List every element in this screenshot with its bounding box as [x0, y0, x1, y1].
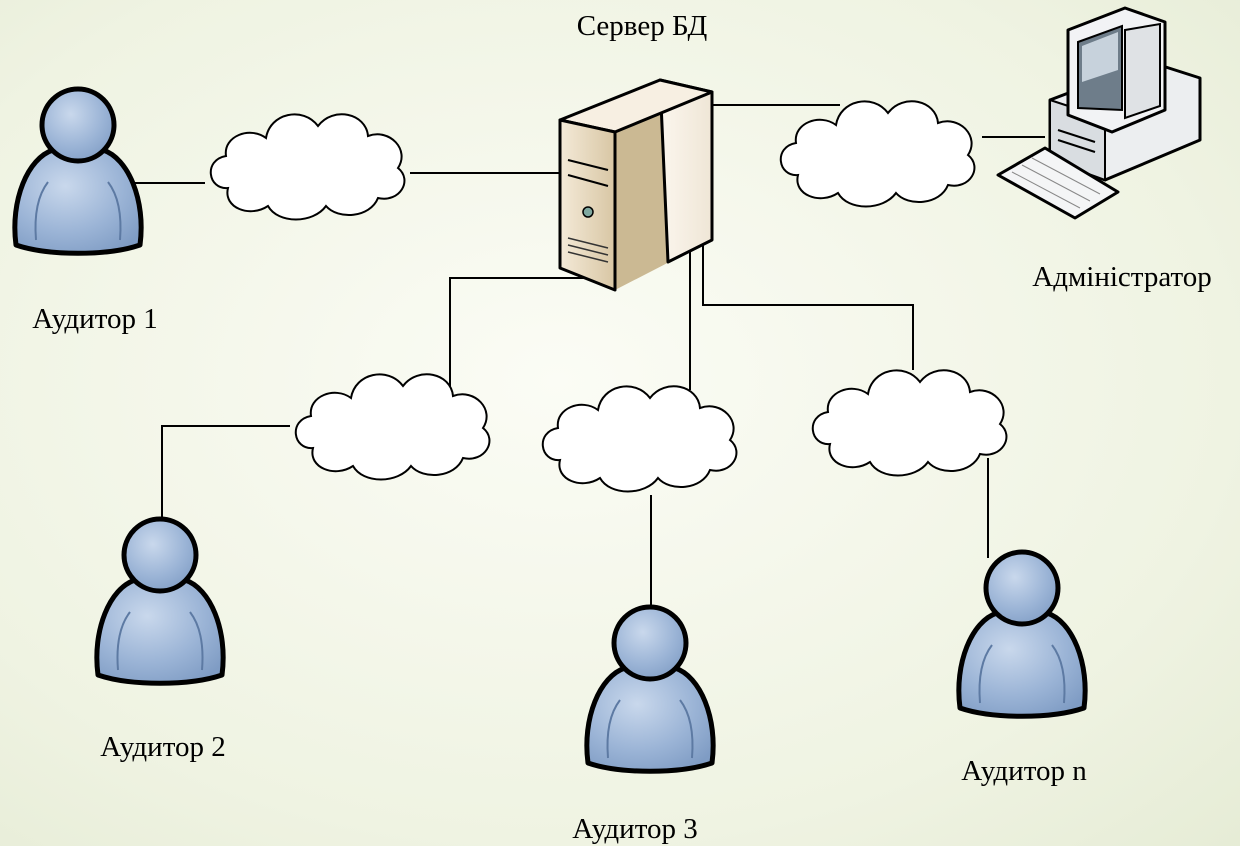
cloud-icon — [294, 373, 491, 481]
server-label: Сервер БД — [576, 10, 708, 42]
auditor-1-label: Аудитор 1 — [32, 303, 158, 335]
admin-label: Адміністратор — [1032, 261, 1212, 293]
desktop-computer-icon — [996, 6, 1202, 220]
cloud-icon — [541, 385, 738, 493]
user-icon — [587, 607, 713, 771]
auditor-3-label: Аудитор 3 — [572, 813, 698, 845]
auditor-2-label: Аудитор 2 — [100, 731, 226, 763]
cloud-icon — [779, 100, 976, 208]
auditor-n-label: Аудитор n — [961, 755, 1087, 787]
cloud-icon — [209, 113, 406, 221]
user-icon — [15, 89, 141, 253]
server-tower-icon — [558, 78, 714, 292]
user-icon — [97, 519, 223, 683]
user-icon — [959, 552, 1085, 716]
cloud-icon — [811, 369, 1008, 477]
connection-lines — [135, 104, 1045, 605]
